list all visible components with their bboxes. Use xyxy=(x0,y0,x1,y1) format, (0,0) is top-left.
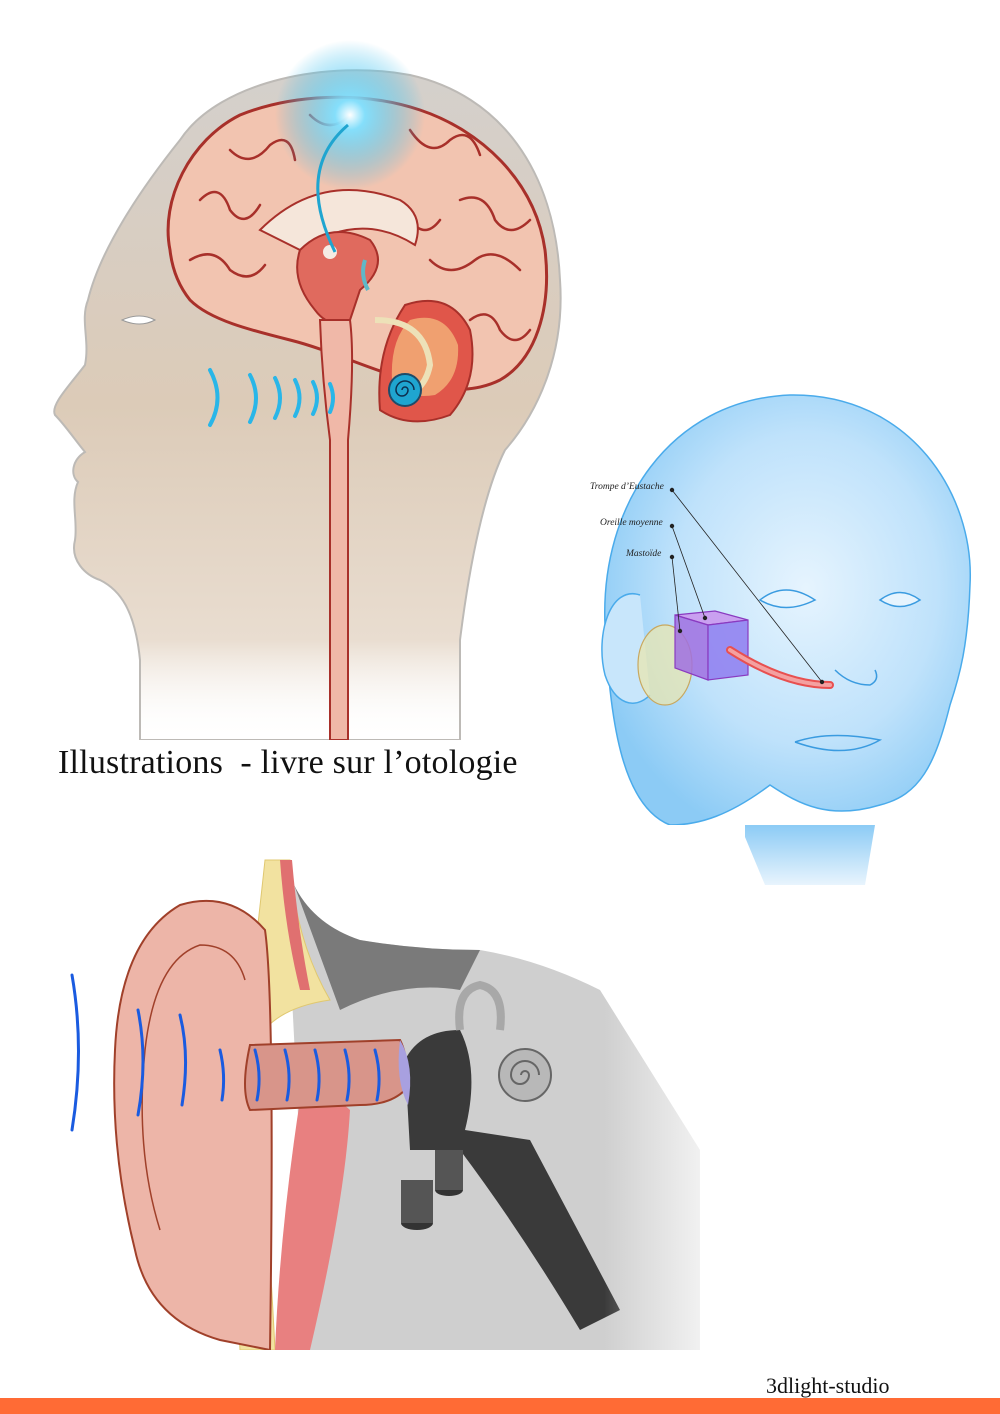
label-trompe-eustache: Trompe d’Eustache xyxy=(590,482,664,492)
blue-face-illustration xyxy=(601,394,971,885)
label-oreille-moyenne: Oreille moyenne xyxy=(600,518,663,528)
ear-cross-section-illustration xyxy=(60,850,740,1350)
head-brain-illustration xyxy=(53,40,562,740)
label-mastoide: Mastoïde xyxy=(626,549,662,559)
footer-bar xyxy=(0,1398,1000,1414)
page-title: Illustrations - livre sur l’otologie xyxy=(58,744,518,781)
studio-credit: 3dlight-studio xyxy=(766,1373,890,1398)
